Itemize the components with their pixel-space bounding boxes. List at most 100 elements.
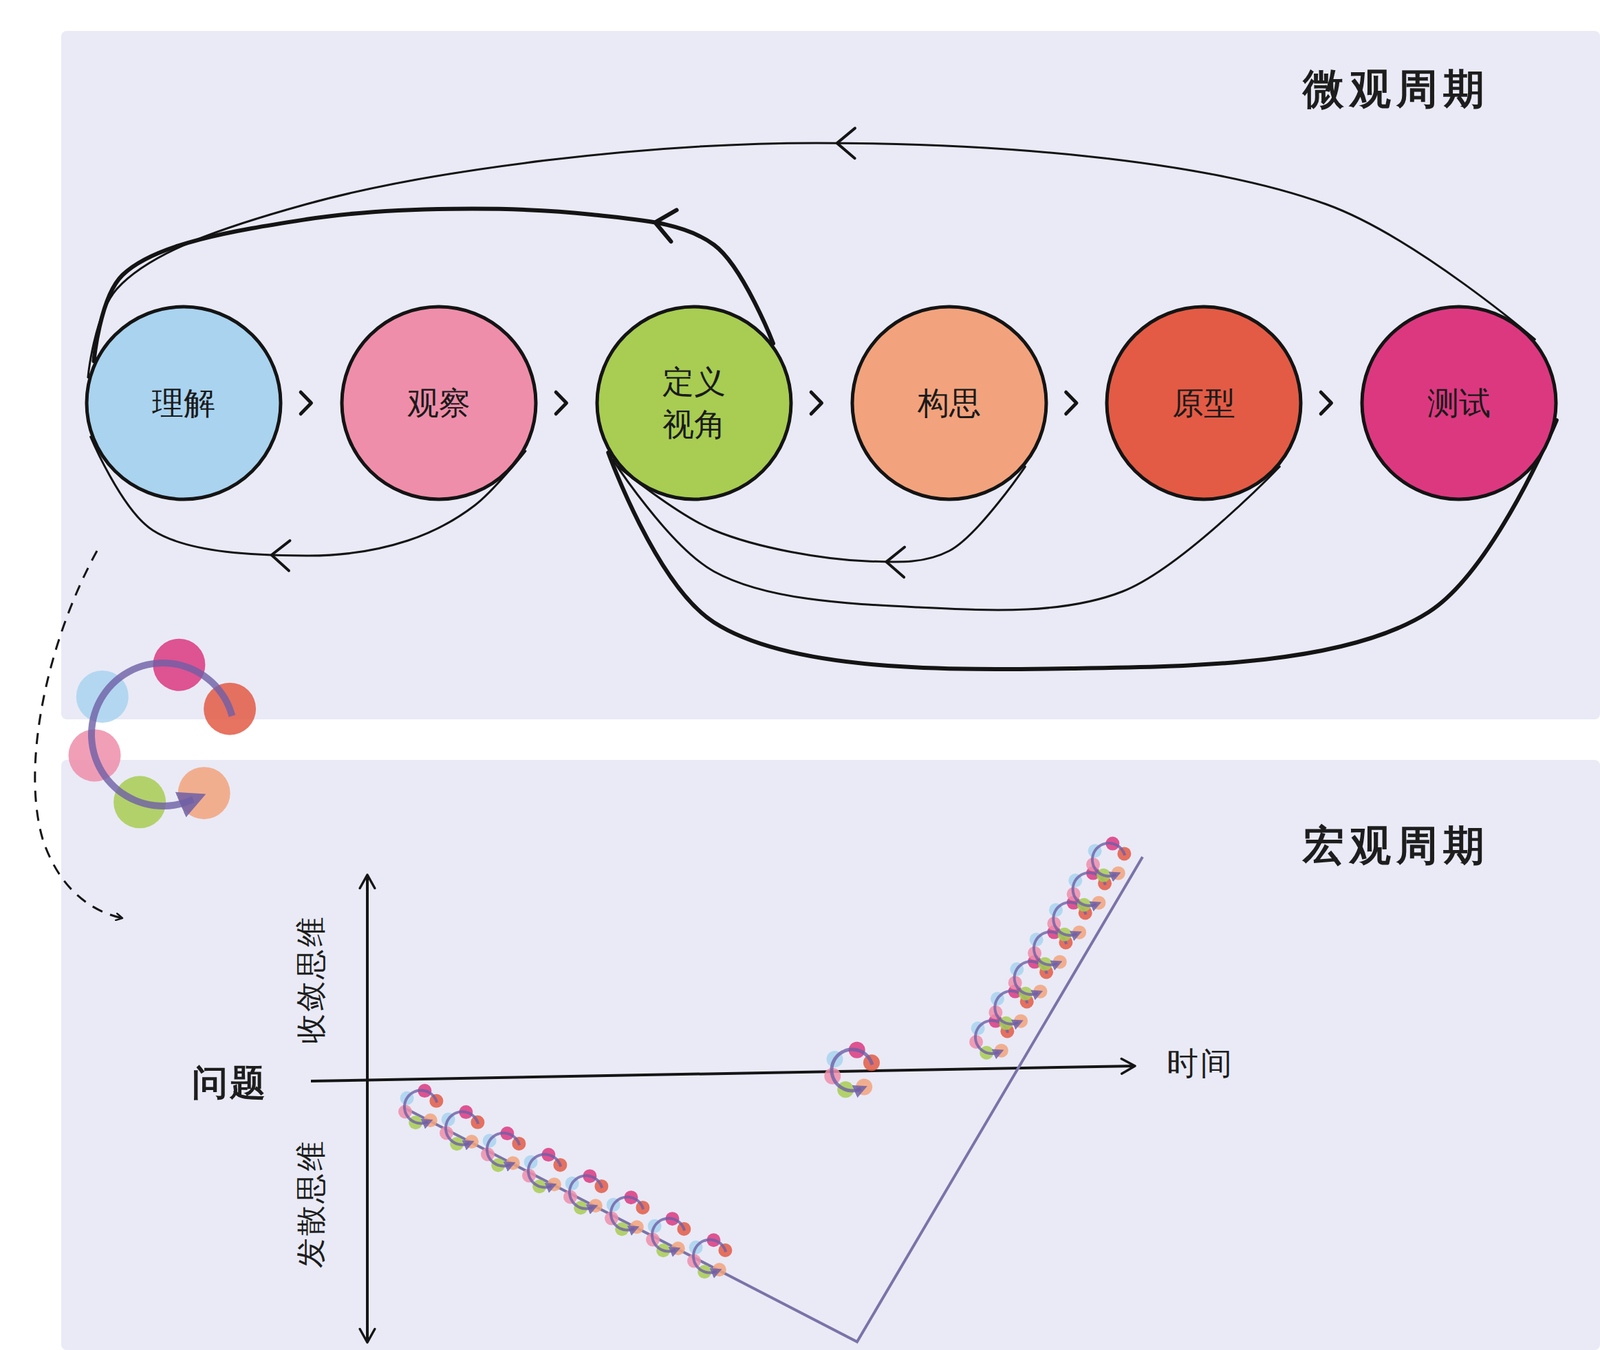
cycle-dot xyxy=(506,1156,521,1171)
cycle-icon xyxy=(1046,896,1092,942)
cycle-arc xyxy=(445,1111,479,1145)
arrow-head xyxy=(1066,392,1077,415)
loop-arrow xyxy=(608,420,1557,670)
loop-arrow xyxy=(612,460,1280,611)
phase-label: 测试 xyxy=(1427,381,1491,425)
cycle-arc xyxy=(487,1132,520,1166)
circle-fill xyxy=(86,306,281,500)
cycle-icon xyxy=(645,1212,691,1258)
cycle-dot xyxy=(423,1113,438,1128)
cycle-dot xyxy=(671,1241,686,1256)
connector-line xyxy=(612,460,1280,611)
cycle-icon xyxy=(824,1042,880,1099)
cycle-arc xyxy=(610,1197,644,1231)
macro-path xyxy=(403,857,1143,1343)
cycle-dot xyxy=(178,766,231,820)
flow-arrow xyxy=(793,392,851,415)
cycle-arc xyxy=(1092,843,1125,877)
cycle-dot xyxy=(712,1262,727,1277)
phase-label: 原型 xyxy=(1172,381,1236,425)
arrow-head xyxy=(555,392,567,415)
axis-title: 问题 xyxy=(191,1059,268,1108)
phase-circle: 原型 xyxy=(1104,304,1303,503)
cycle-icon xyxy=(522,1148,567,1194)
cycle-icon xyxy=(1066,866,1112,913)
cycle-dot xyxy=(1091,896,1106,911)
flow-arrow xyxy=(282,392,340,415)
cycle-arc xyxy=(91,663,232,807)
cycle-dot xyxy=(1072,925,1087,940)
phase-label: 定义 视角 xyxy=(654,360,734,446)
phase-circle: 定义 视角 xyxy=(595,304,794,503)
arrow-head xyxy=(1320,392,1332,415)
cycle-icon xyxy=(687,1233,732,1279)
cycle-icon xyxy=(1027,925,1073,972)
circle-fill xyxy=(1361,306,1556,500)
phase-label: 理解 xyxy=(152,381,216,425)
axis-vertical xyxy=(365,874,369,1094)
cycle-icon xyxy=(604,1190,650,1237)
arrow-head xyxy=(837,127,856,159)
zoom-arrow xyxy=(35,550,123,919)
flow-arrow xyxy=(1302,392,1360,415)
connector-line xyxy=(90,436,526,556)
connector-line xyxy=(88,143,1535,378)
cycle-arc xyxy=(652,1218,685,1252)
cycle-icon xyxy=(988,985,1034,1031)
circle-fill xyxy=(1106,306,1301,500)
phase-circle: 理解 xyxy=(84,304,283,503)
cycle-dot xyxy=(1033,985,1047,999)
cycle-icon xyxy=(439,1105,485,1151)
cycle-dot xyxy=(1013,1014,1028,1029)
arrow-head xyxy=(271,540,291,571)
cycle-arc xyxy=(569,1176,602,1210)
circle-fill xyxy=(597,306,792,500)
axis-label: 收敛思维 xyxy=(290,914,332,1045)
cycle-arc xyxy=(404,1090,437,1124)
cycle-icon xyxy=(1086,837,1131,883)
cycle-arc xyxy=(693,1240,726,1274)
loop-arrow xyxy=(618,467,1026,578)
cycle-icon xyxy=(480,1126,526,1173)
phase-circle: 观察 xyxy=(339,304,538,503)
loop-arrow xyxy=(88,127,1535,377)
phase-circle: 测试 xyxy=(1359,304,1559,503)
cycle-dot xyxy=(1053,955,1067,970)
cycle-icon xyxy=(563,1169,609,1215)
cycle-dot xyxy=(465,1134,479,1149)
phase-label: 观察 xyxy=(407,381,471,425)
cycle-panel: 微观周期理解 观察 定义 视角 构思 原型 测试 xyxy=(61,30,1600,720)
panel-title: 微观周期 xyxy=(1302,61,1490,118)
cycle-arc xyxy=(528,1154,561,1188)
arrow-head xyxy=(300,392,311,415)
cycle-icon xyxy=(398,1084,443,1130)
arrow-head xyxy=(654,209,677,242)
circle-outline xyxy=(595,304,794,503)
cycle-dot xyxy=(630,1220,644,1235)
phase-circle: 构思 xyxy=(850,304,1049,503)
connector-line xyxy=(93,209,774,362)
flow-arrow xyxy=(537,392,596,415)
cycle-dot xyxy=(994,1044,1009,1058)
loop-arrow xyxy=(90,436,526,571)
connector-line xyxy=(608,420,1557,670)
circle-fill xyxy=(852,306,1047,500)
cycle-icon xyxy=(1008,955,1054,1001)
axis-vertical xyxy=(365,1073,369,1343)
circle-fill xyxy=(341,306,536,500)
phase-label: 构思 xyxy=(917,381,981,425)
arrow-head xyxy=(811,392,822,415)
axis-label: 发散思维 xyxy=(290,1139,332,1269)
cycle-dot xyxy=(1111,866,1126,881)
flow-arrow xyxy=(1048,392,1105,415)
cycle-icon xyxy=(68,639,257,829)
cycle-icon xyxy=(969,1014,1014,1061)
connector-line xyxy=(618,467,1026,562)
cycle-dot xyxy=(547,1177,562,1192)
arrow-head xyxy=(886,547,905,578)
cycle-dot xyxy=(855,1079,873,1096)
cycle-dot xyxy=(588,1198,603,1213)
panel-title: 宏观周期 xyxy=(1302,818,1490,875)
cycle-arc xyxy=(831,1049,873,1091)
